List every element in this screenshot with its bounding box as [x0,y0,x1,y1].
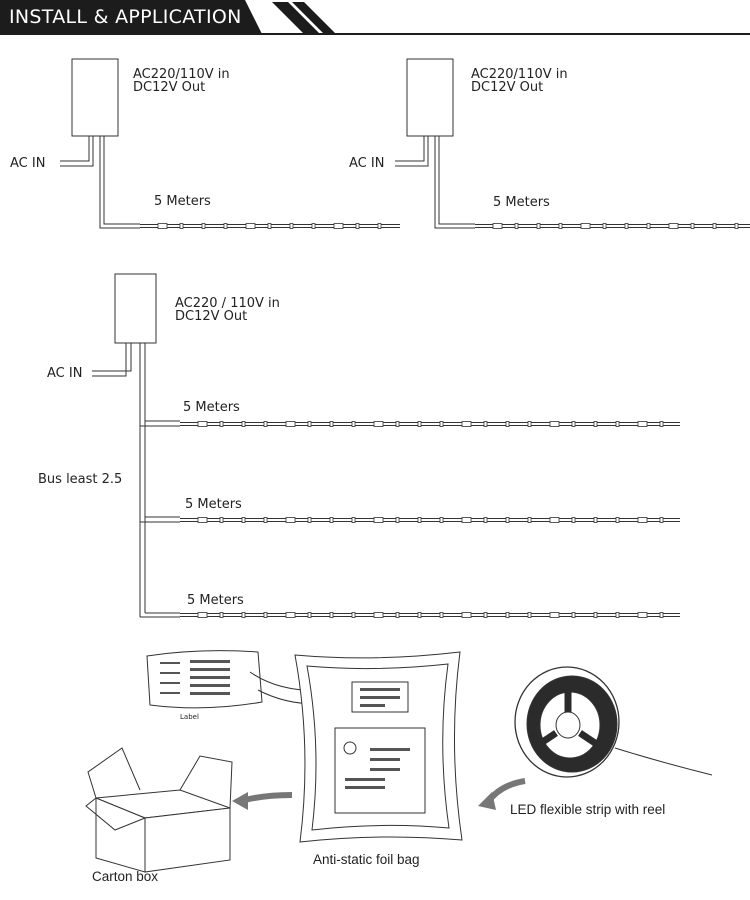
led-strip-5 [180,612,680,618]
parallel-strip2-length: 5 Meters [185,497,242,512]
psu2-label-line1: AC220/110V in [471,67,568,82]
led-strip-1 [140,223,400,229]
psu3-label-line2: DC12V Out [175,309,248,324]
bus-label: Bus least 2.5 [38,472,123,487]
carton-caption: Carton box [92,869,159,884]
psu2-label-line2: DC12V Out [471,80,544,95]
header-rule [0,33,750,35]
led-strip-3 [180,421,680,427]
psu1-ac-in: AC IN [10,156,46,171]
psu1-label-line2: DC12V Out [133,80,206,95]
power-supply-1 [71,58,119,137]
section-header: INSTALL & APPLICATION [0,0,750,36]
power-supply-2 [406,58,454,137]
strip2-length: 5 Meters [493,195,550,210]
reel-caption: LED flexible strip with reel [510,802,666,817]
power-supply-3 [114,273,157,344]
led-strip-2 [475,223,750,229]
label-card [146,650,263,709]
psu3-ac-in: AC IN [47,366,83,381]
psu1-label-line1: AC220/110V in [133,67,230,82]
psu3-label-line1: AC220 / 110V in [175,296,280,311]
header-title: INSTALL & APPLICATION [9,6,242,28]
psu2-ac-in: AC IN [349,156,385,171]
label-card-caption: Label [180,713,199,721]
carton-box [85,747,233,873]
led-strip-4 [180,517,680,523]
parallel-strip3-length: 5 Meters [187,593,244,608]
header-stripes-icon [272,2,336,34]
led-reel [514,666,713,778]
bag-caption: Anti-static foil bag [313,852,420,867]
parallel-strip1-length: 5 Meters [183,400,240,415]
header-tab [0,0,262,34]
strip1-length: 5 Meters [154,194,211,209]
led-strips [140,223,750,618]
